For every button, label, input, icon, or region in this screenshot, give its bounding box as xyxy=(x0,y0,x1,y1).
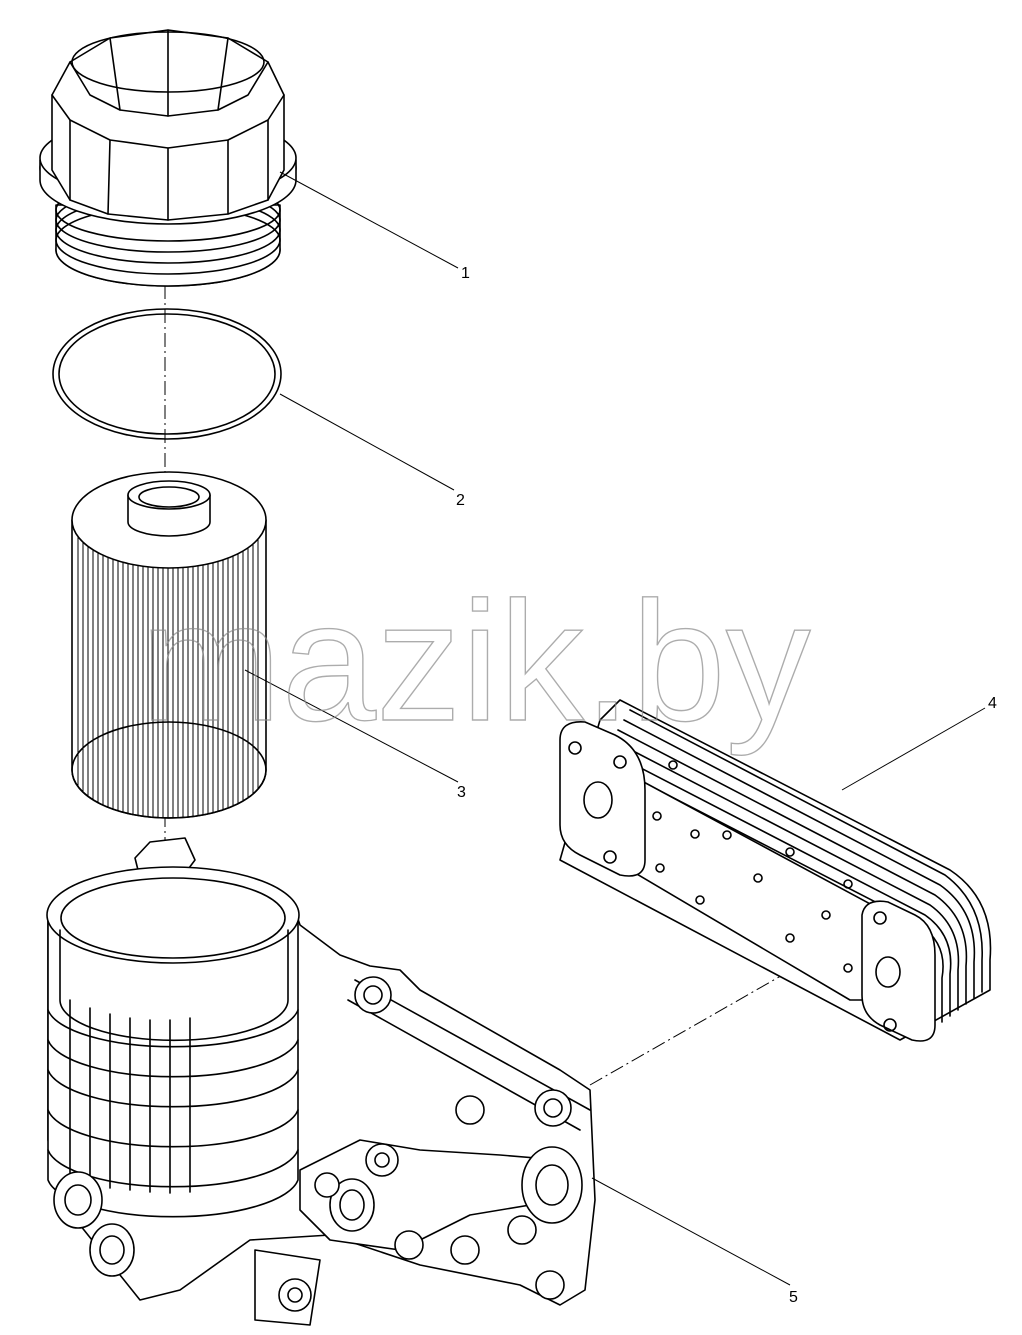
filter-element xyxy=(71,471,267,819)
leader-1 xyxy=(279,171,459,269)
cooler-holes xyxy=(652,760,853,973)
callout-5: 5 xyxy=(789,1289,798,1306)
oil-cooler xyxy=(559,699,992,1042)
filter-cap xyxy=(39,29,297,287)
filter-housing xyxy=(46,837,596,1326)
leader-5 xyxy=(591,1177,791,1286)
callout-1: 1 xyxy=(461,265,470,282)
watermark-logo: mazik.by xyxy=(140,567,811,757)
leader-3 xyxy=(244,669,459,783)
callout-2: 2 xyxy=(456,492,465,509)
o-ring xyxy=(52,308,282,440)
filter-pleats xyxy=(77,536,259,818)
callout-3: 3 xyxy=(457,784,466,801)
callout-4: 4 xyxy=(988,695,997,712)
leader-4 xyxy=(841,707,986,791)
leader-2 xyxy=(279,393,455,491)
